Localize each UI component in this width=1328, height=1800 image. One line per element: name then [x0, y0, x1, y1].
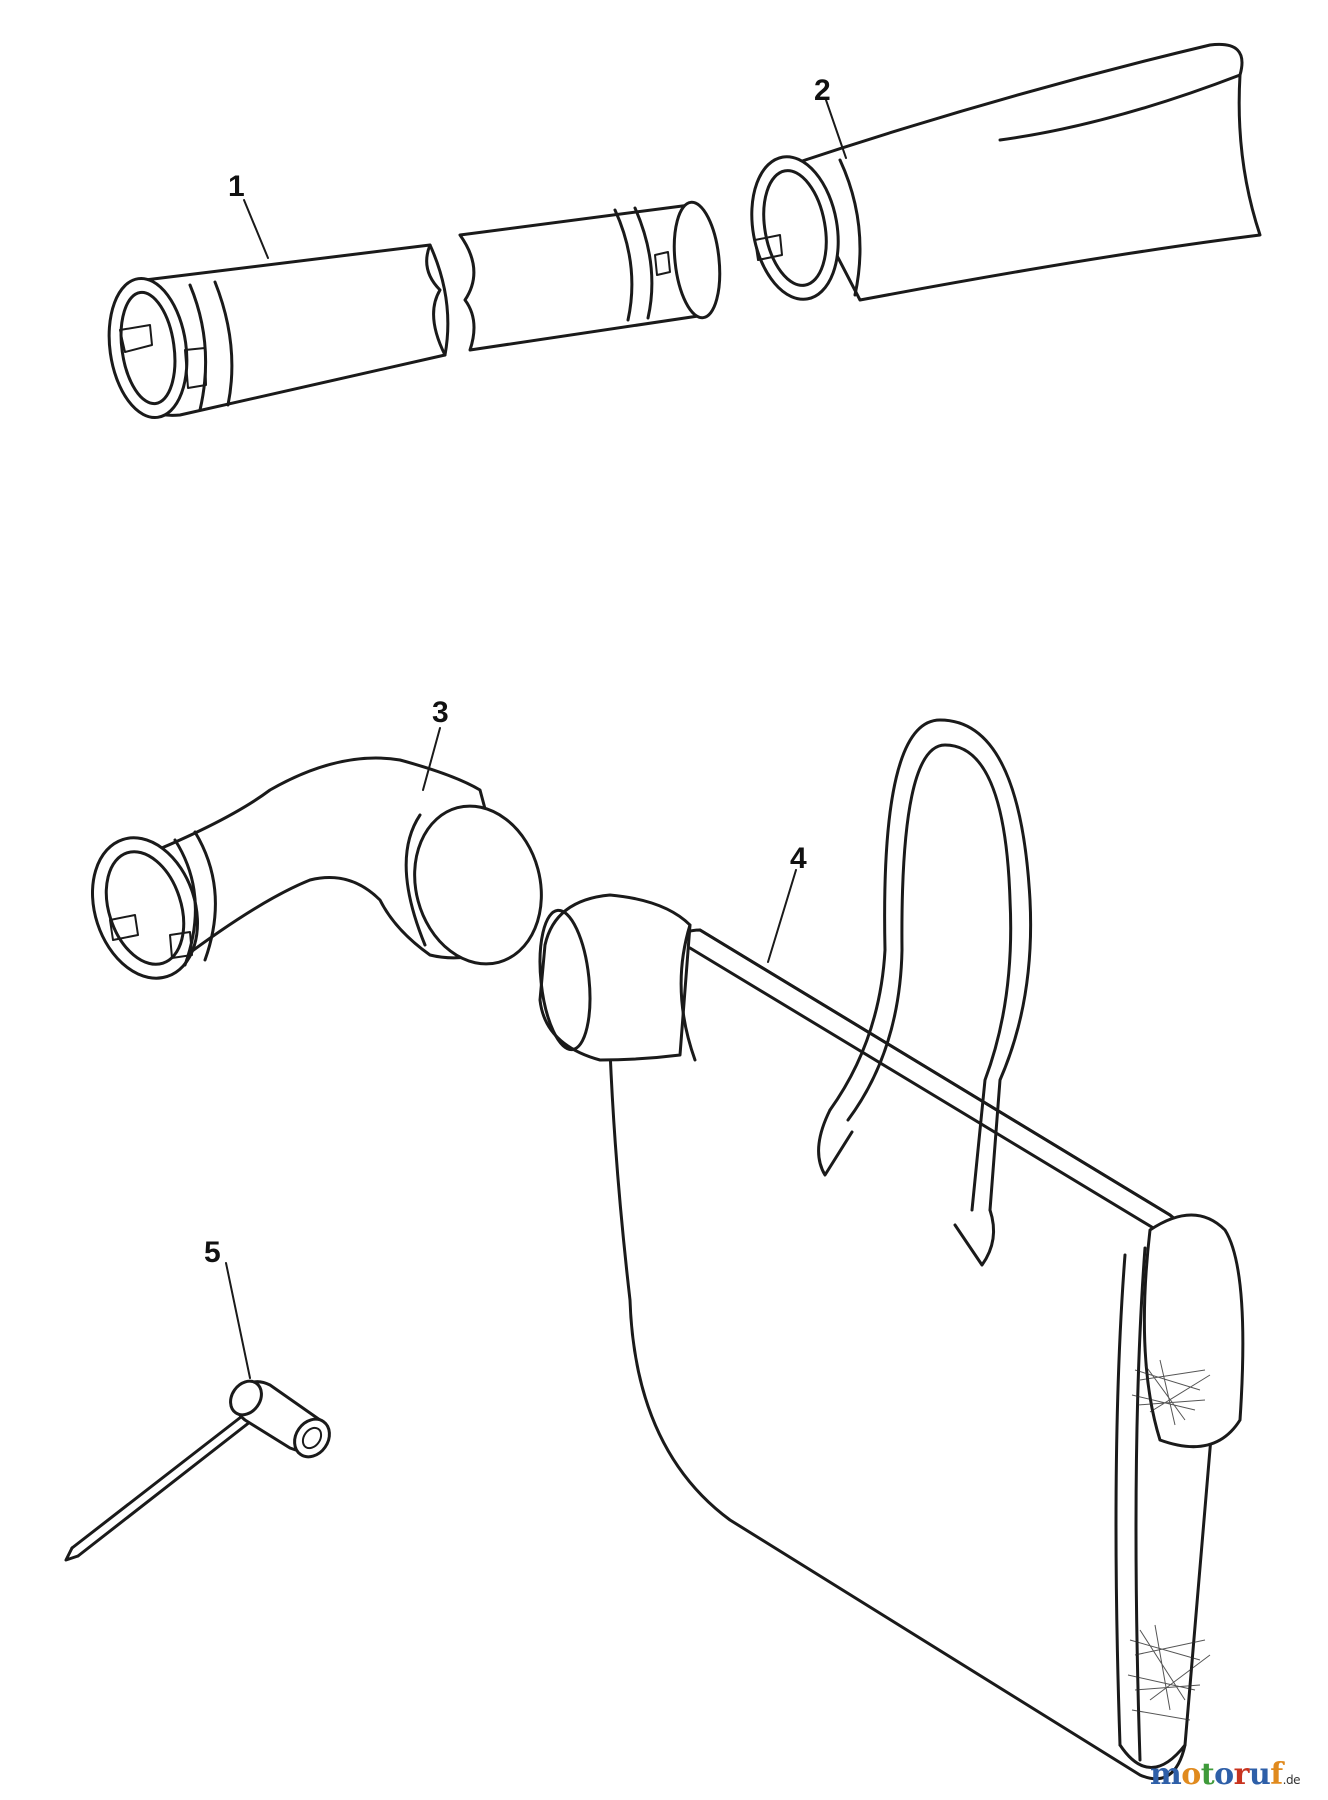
bag-texture-hatching — [1127, 1359, 1211, 1721]
leader-line-2 — [825, 99, 847, 159]
watermark-letter: r — [1233, 1757, 1250, 1792]
watermark-letter: f — [1270, 1757, 1283, 1792]
watermark-letter: t — [1200, 1757, 1215, 1792]
part-2-blower-nozzle — [750, 42, 1262, 302]
watermark-tld: .de — [1282, 1773, 1301, 1787]
watermark-logo: motoruf.de — [1150, 1757, 1301, 1792]
leader-line-4 — [767, 869, 797, 963]
part-3-elbow-tube — [90, 756, 543, 980]
part-1-blower-tube — [107, 200, 722, 420]
leader-line-1 — [243, 199, 269, 259]
leader-line-5 — [225, 1262, 251, 1379]
callout-5: 5 — [204, 1236, 221, 1269]
part-5-spark-plug-wrench — [64, 1379, 331, 1562]
leader-line-3 — [422, 727, 441, 791]
watermark-letter: o — [1181, 1757, 1201, 1792]
watermark-letter: o — [1214, 1757, 1234, 1792]
callout-1: 1 — [228, 170, 245, 203]
watermark-letter: u — [1248, 1757, 1271, 1792]
callout-2: 2 — [814, 74, 831, 107]
part-4-collection-bag — [538, 718, 1245, 1781]
watermark-letter: m — [1150, 1757, 1182, 1792]
callout-3: 3 — [432, 696, 449, 729]
callout-4: 4 — [790, 842, 807, 875]
